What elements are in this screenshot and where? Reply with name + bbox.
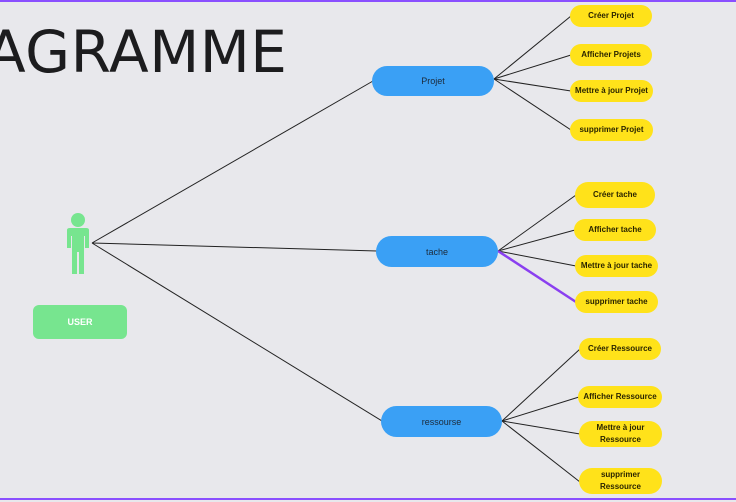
user-actor-icon[interactable] xyxy=(64,212,94,276)
action-creer-projet[interactable]: Créer Projet xyxy=(570,5,652,27)
node-tache[interactable]: tache xyxy=(376,236,498,267)
frame-top-border xyxy=(0,0,736,2)
link-ressourse-afficher xyxy=(501,396,580,422)
action-supprimer-ressource[interactable]: supprimer Ressource xyxy=(579,468,662,494)
link-tache-creer xyxy=(497,194,577,252)
action-supprimer-projet[interactable]: supprimer Projet xyxy=(570,119,653,141)
link-projet-creer xyxy=(493,15,572,80)
link-user-ressourse xyxy=(91,242,383,422)
action-supprimer-tache[interactable]: supprimer tache xyxy=(575,291,658,313)
link-ressourse-maj xyxy=(501,420,581,435)
frame-bottom-border xyxy=(0,498,736,500)
action-afficher-projets[interactable]: Afficher Projets xyxy=(570,44,652,66)
link-tache-supprimer xyxy=(497,249,577,304)
node-ressourse[interactable]: ressourse xyxy=(381,406,502,437)
action-maj-ressource[interactable]: Mettre à jour Ressource xyxy=(579,421,662,447)
link-user-projet xyxy=(91,80,374,244)
link-tache-afficher xyxy=(497,229,576,252)
link-ressourse-creer xyxy=(501,348,581,422)
link-projet-afficher xyxy=(493,54,572,80)
diagram-title: AGRAMME xyxy=(0,18,288,86)
link-ressourse-supprimer xyxy=(501,420,581,483)
node-projet[interactable]: Projet xyxy=(372,66,494,96)
action-maj-projet[interactable]: Mettre à jour Projet xyxy=(570,80,653,102)
action-afficher-ressource[interactable]: Afficher Ressource xyxy=(578,386,662,408)
user-label[interactable]: USER xyxy=(33,305,127,339)
action-afficher-tache[interactable]: Afficher tache xyxy=(574,219,656,241)
action-creer-ressource[interactable]: Créer Ressource xyxy=(579,338,661,360)
link-user-tache xyxy=(91,242,378,252)
action-maj-tache[interactable]: Mettre à jour tache xyxy=(575,255,658,277)
link-tache-maj xyxy=(497,250,577,267)
link-projet-maj xyxy=(493,78,572,92)
link-projet-supprimer xyxy=(493,78,572,131)
action-creer-tache[interactable]: Créer tache xyxy=(575,182,655,208)
